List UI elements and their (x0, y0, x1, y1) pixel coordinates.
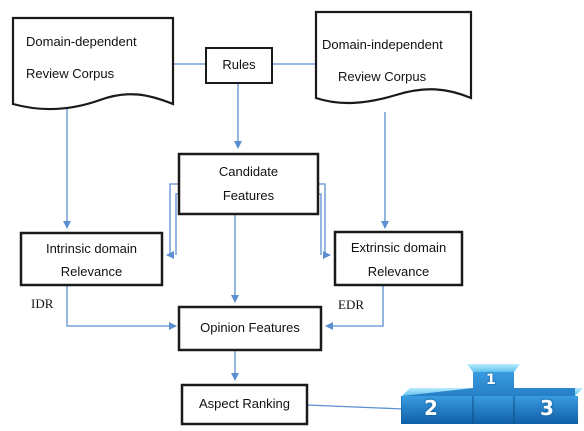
podium-second-number: 2 (424, 396, 438, 420)
edr-label: EDR (338, 297, 364, 312)
candidate-features-line1: Candidate (218, 164, 279, 179)
domain-dependent-corpus-line1: Domain-dependent (26, 34, 137, 49)
rules-box (205, 47, 273, 84)
domain-independent-corpus-shape (314, 10, 473, 105)
rules-label: Rules (222, 57, 256, 72)
candidate-features-box (177, 152, 320, 216)
domain-independent-corpus-line1: Domain-independent (322, 37, 443, 52)
domain-dependent-corpus-line2: Review Corpus (26, 66, 115, 81)
edge-candidate-extrinsic-a (318, 183, 331, 259)
idr-label: IDR (31, 296, 54, 311)
extrinsic-relevance-line1: Extrinsic domain (350, 240, 447, 255)
edges (63, 63, 405, 410)
edge-extrinsic-opinion (325, 285, 384, 330)
domain-independent-corpus-line2: Review Corpus (338, 69, 427, 84)
aspect-ranking-box (180, 383, 309, 426)
aspect-ranking-label: Aspect Ranking (198, 396, 291, 411)
edge-candidate-intrinsic-a (166, 183, 179, 259)
podium-first-top (467, 364, 520, 372)
podium-third-number: 3 (540, 396, 554, 420)
edge-intrinsic-opinion (66, 285, 177, 330)
domain-dependent-corpus-shape (11, 16, 175, 111)
intrinsic-relevance-box (19, 231, 164, 287)
podium-graphic (401, 364, 583, 424)
opinion-features-box (177, 305, 323, 352)
extrinsic-relevance-line2: Relevance (367, 264, 430, 279)
extrinsic-relevance-box (333, 230, 464, 287)
edge-aspect-podium (306, 404, 405, 410)
intrinsic-relevance-line1: Intrinsic domain (45, 241, 138, 256)
opinion-features-label: Opinion Features (200, 320, 300, 335)
intrinsic-relevance-line2: Relevance (60, 264, 123, 279)
candidate-features-line2: Features (222, 188, 275, 203)
podium-first-number: 1 (486, 372, 496, 388)
